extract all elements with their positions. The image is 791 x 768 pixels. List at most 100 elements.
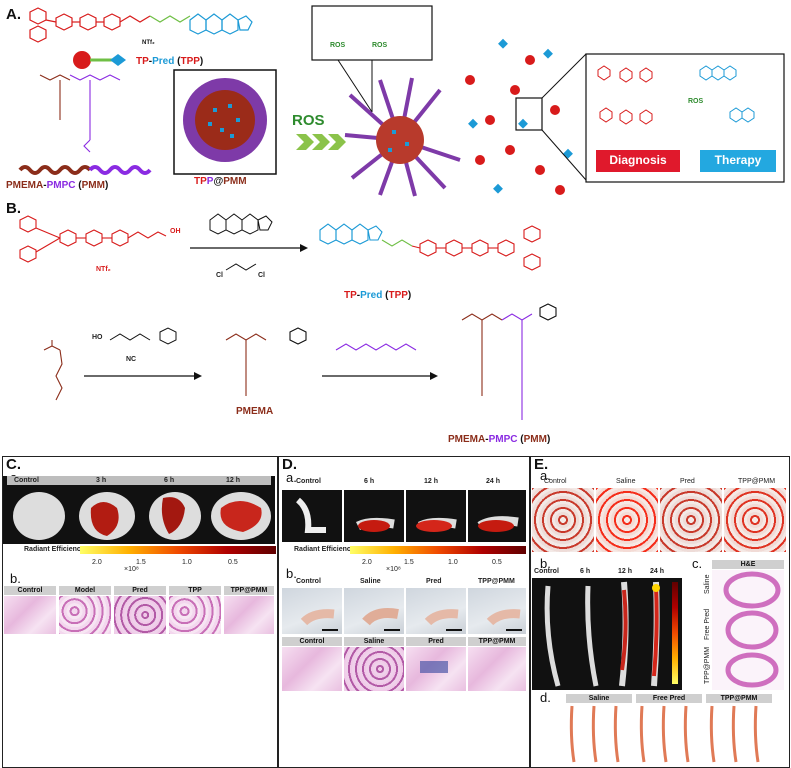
- diagnosis-badge: [596, 150, 680, 172]
- zoom-box: [515, 97, 543, 131]
- c-colorbar-title: Radiant Efficiency: [24, 546, 85, 553]
- pred-structure-right: [699, 65, 755, 123]
- mpc-reagent-structure: [335, 343, 417, 351]
- c-tick-2: 1.0: [182, 559, 192, 566]
- d-time-0: Control: [296, 478, 321, 485]
- pmm-product-name: PMEMA-PMPC (PMM): [448, 434, 551, 445]
- panel-b-label: B.: [6, 200, 21, 217]
- d-histo-1: [344, 647, 404, 691]
- d-paw-signals: [295, 497, 519, 533]
- pred-reagent-structure: [209, 213, 273, 235]
- micelle-name: TPP@PMM: [194, 176, 247, 187]
- d-tick-2: 1.0: [448, 559, 458, 566]
- panel-e-label: E.: [534, 456, 549, 473]
- right-ros: ROS: [688, 98, 704, 105]
- c-group-4: TPP@PMM: [224, 586, 274, 595]
- pred-structure: [189, 13, 253, 35]
- panel-d-label: D.: [282, 456, 297, 473]
- oh-label: OH: [170, 228, 181, 235]
- e-oil-group-1: Saline: [616, 478, 636, 485]
- d-tick-1: 1.5: [404, 559, 414, 566]
- tp-structure-right: [597, 65, 653, 125]
- d-group-1: Saline: [360, 578, 381, 585]
- d-colorbar-title: Radiant Efficiency: [294, 546, 355, 553]
- therapy-label: Therapy: [714, 153, 762, 167]
- c-group-3: TPP: [169, 586, 221, 595]
- d-paw-fluo-0: [282, 490, 342, 542]
- d-paw-shapes: [300, 608, 522, 631]
- pmm-product-pc: [501, 303, 557, 420]
- cta-structure: [109, 327, 177, 345]
- d-histo-group-0: Control: [282, 637, 342, 646]
- e-time-0: Control: [534, 568, 559, 575]
- pred-cartoon-icon: [110, 54, 126, 66]
- e-aorta-group-0: Saline: [566, 694, 632, 703]
- c-group-1: Model: [59, 586, 111, 595]
- ntf2-b: NTf₂: [96, 266, 111, 273]
- tpp-structure: [29, 7, 151, 43]
- pmema-chain: [18, 165, 92, 175]
- pmema-structure: [39, 74, 71, 120]
- tp-cartoon-icon: [73, 51, 91, 69]
- e-aorta-group-1: Free Pred: [636, 694, 702, 703]
- inset-ros-1: ROS: [330, 42, 346, 49]
- therapy-badge: [700, 150, 776, 172]
- e-time-1: 6 h: [580, 568, 591, 575]
- inset-polymer-box: [311, 5, 433, 61]
- pmm-product-structure: [461, 313, 503, 396]
- c-time-2: 6 h: [164, 477, 175, 484]
- panel-b-drawing: [19, 213, 557, 420]
- e-aorta-photos: [569, 705, 760, 763]
- panel-c-label: C.: [6, 456, 21, 473]
- tpp-name: TP-Pred (TPP): [136, 56, 204, 67]
- released-drugs: [465, 38, 573, 195]
- d-colorbar: [350, 546, 526, 554]
- e-oil-group-2: Pred: [680, 478, 695, 485]
- c-time-3: 12 h: [226, 477, 241, 484]
- tpp-linker: [149, 15, 191, 23]
- monomer-structure: [43, 340, 63, 401]
- cl-label-2: Cl: [258, 272, 265, 279]
- d-group-3: TPP@PMM: [478, 578, 515, 585]
- c-histo-2: [114, 596, 166, 634]
- panel-a-label: A.: [6, 6, 21, 23]
- d-group-0: Control: [296, 578, 321, 585]
- d-histo-group-3: TPP@PMM: [468, 637, 526, 646]
- c-time-0: Control: [14, 477, 39, 484]
- panel-e-b: b.: [540, 556, 551, 571]
- tpp-product-pred: [319, 223, 383, 245]
- e-oil-group-0: Control: [544, 478, 567, 485]
- pmema-label: PMEMA: [236, 406, 274, 417]
- pmema-structure-b: [225, 327, 307, 396]
- ros-arrows: [296, 134, 346, 150]
- d-group-2: Pred: [426, 578, 442, 585]
- lung-shapes: [13, 492, 271, 540]
- panel-e-c: c.: [692, 556, 703, 571]
- micelle-burst: [344, 77, 461, 197]
- d-histo-0: [282, 647, 342, 691]
- oxalyl-chloride-structure: [225, 263, 257, 271]
- diagnosis-label: Diagnosis: [609, 153, 667, 167]
- e-he-header: H&E: [712, 560, 784, 569]
- panel-d-b: b.: [286, 566, 297, 581]
- c-group-2: Pred: [114, 586, 166, 595]
- c-histo-4: [224, 596, 274, 634]
- d-tick-3: 0.5: [492, 559, 502, 566]
- c-time-1: 3 h: [96, 477, 107, 484]
- c-tick-1: 1.5: [136, 559, 146, 566]
- lung-time-header: [7, 476, 271, 485]
- ntf2-a: NTf₂: [142, 40, 155, 46]
- e-time-3: 24 h: [650, 568, 665, 575]
- tpp-product-name: TP-Pred (TPP): [344, 290, 412, 301]
- panel-a-drawing: [18, 5, 785, 197]
- e-time-2: 12 h: [618, 568, 633, 575]
- c-exp: ×10⁸: [124, 566, 139, 573]
- panel-d-a: a.: [286, 470, 297, 485]
- ros-label: ROS: [292, 112, 325, 129]
- d-histo-group-1: Saline: [344, 637, 404, 646]
- panel-e-d: d.: [540, 690, 551, 705]
- d-tick-0: 2.0: [362, 559, 372, 566]
- cl-label-1: Cl: [216, 272, 223, 279]
- d-exp: ×10⁸: [386, 566, 401, 573]
